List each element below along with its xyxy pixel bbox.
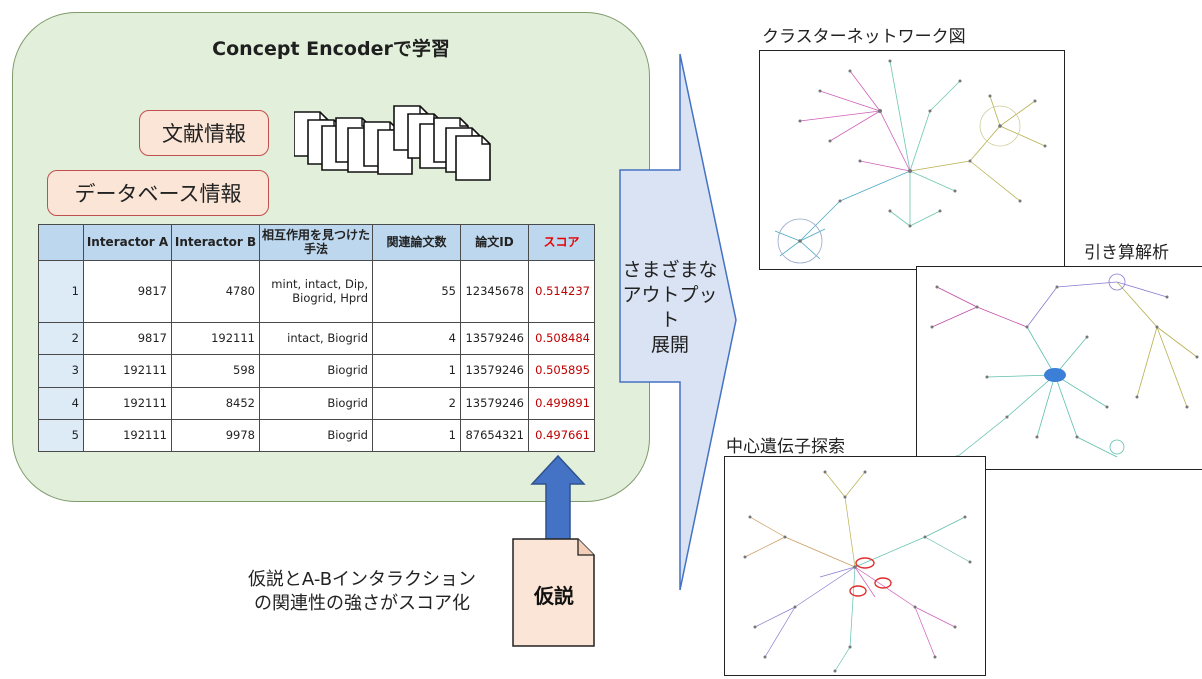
score-cell: 0.514237	[528, 259, 595, 324]
row-index: 4	[38, 386, 84, 420]
cluster-network-title: クラスターネットワーク図	[762, 27, 966, 47]
paper-id-cell: 13579246	[460, 322, 529, 356]
table-row: 2 9817 192111 intact, Biogrid 4 13579246…	[38, 322, 595, 356]
table-row: 3 192111 598 Biogrid 1 13579246 0.505895	[38, 354, 595, 388]
table-row: 1 9817 4780 mint, intact, Dip, Biogrid, …	[38, 259, 595, 324]
method-cell: Biogrid	[259, 354, 373, 388]
row-index: 5	[38, 418, 84, 453]
hypothesis-doc-label: 仮説	[534, 584, 574, 608]
output-arrow-text: さまざまな アウトプット 展開	[614, 258, 726, 358]
row-index: 1	[38, 259, 84, 324]
method-cell: mint, intact, Dip, Biogrid, Hprd	[259, 259, 373, 324]
interactor-a-cell: 9817	[83, 259, 172, 324]
cluster-network-image	[759, 50, 1065, 270]
interactor-a-cell: 9817	[83, 322, 172, 356]
interactor-b-cell: 9978	[171, 418, 260, 453]
paper-id-cell: 13579246	[460, 354, 529, 388]
hypothesis-caption: 仮説とA-Bインタラクション の関連性の強さがスコア化	[232, 568, 492, 616]
literature-info-label: 文献情報	[139, 110, 269, 156]
table-header-row: Interactor A Interactor B 相互作用を見つけた手法 関連…	[38, 224, 595, 261]
paper-id-cell: 13579246	[460, 386, 529, 420]
interactor-b-cell: 192111	[171, 322, 260, 356]
interactor-b-cell: 4780	[171, 259, 260, 324]
header-index	[38, 224, 84, 261]
paper-id-cell: 12345678	[460, 259, 529, 324]
table-row: 5 192111 9978 Biogrid 1 87654321 0.49766…	[38, 418, 595, 453]
document-stack-icon	[294, 104, 494, 204]
paper-count-cell: 2	[372, 386, 461, 420]
paper-count-cell: 4	[372, 322, 461, 356]
paper-count-cell: 55	[372, 259, 461, 324]
header-score: スコア	[528, 224, 595, 261]
header-paper-count: 関連論文数	[372, 224, 461, 261]
score-cell: 0.499891	[528, 386, 595, 420]
interactor-a-cell: 192111	[83, 418, 172, 453]
method-cell: intact, Biogrid	[259, 322, 373, 356]
row-index: 2	[38, 322, 84, 356]
arrow-line-2: アウトプット	[622, 284, 718, 331]
output-arrow-shape	[619, 53, 737, 591]
caption-line-2: の関連性の強さがスコア化	[254, 593, 470, 614]
method-cell: Biogrid	[259, 418, 373, 453]
arrow-line-1: さまざまな	[622, 259, 718, 281]
central-gene-title: 中心遺伝子探索	[726, 437, 845, 457]
paper-id-cell: 87654321	[460, 418, 529, 453]
score-cell: 0.508484	[528, 322, 595, 356]
header-paper-id: 論文ID	[460, 224, 529, 261]
header-interactor-a: Interactor A	[83, 224, 172, 261]
central-gene-image	[724, 456, 986, 676]
score-cell: 0.505895	[528, 354, 595, 388]
database-info-label: データベース情報	[47, 170, 269, 216]
encoder-title: Concept Encoderで学習	[212, 38, 450, 60]
method-cell: Biogrid	[259, 386, 373, 420]
row-index: 3	[38, 354, 84, 388]
arrow-line-3: 展開	[650, 334, 689, 356]
header-interactor-b: Interactor B	[171, 224, 260, 261]
interaction-score-table: Interactor A Interactor B 相互作用を見つけた手法 関連…	[38, 224, 595, 453]
score-cell: 0.497661	[528, 418, 595, 453]
hypothesis-document-icon	[512, 538, 595, 647]
caption-line-1: 仮説とA-Bインタラクション	[247, 569, 477, 590]
interactor-b-cell: 598	[171, 354, 260, 388]
paper-count-cell: 1	[372, 354, 461, 388]
interactor-b-cell: 8452	[171, 386, 260, 420]
subtraction-analysis-title: 引き算解析	[1084, 243, 1169, 263]
table-row: 4 192111 8452 Biogrid 2 13579246 0.49989…	[38, 386, 595, 420]
paper-count-cell: 1	[372, 418, 461, 453]
interactor-a-cell: 192111	[83, 386, 172, 420]
header-method: 相互作用を見つけた手法	[259, 224, 373, 261]
interactor-a-cell: 192111	[83, 354, 172, 388]
subtraction-analysis-image	[916, 266, 1202, 470]
up-arrow-icon	[530, 454, 586, 541]
